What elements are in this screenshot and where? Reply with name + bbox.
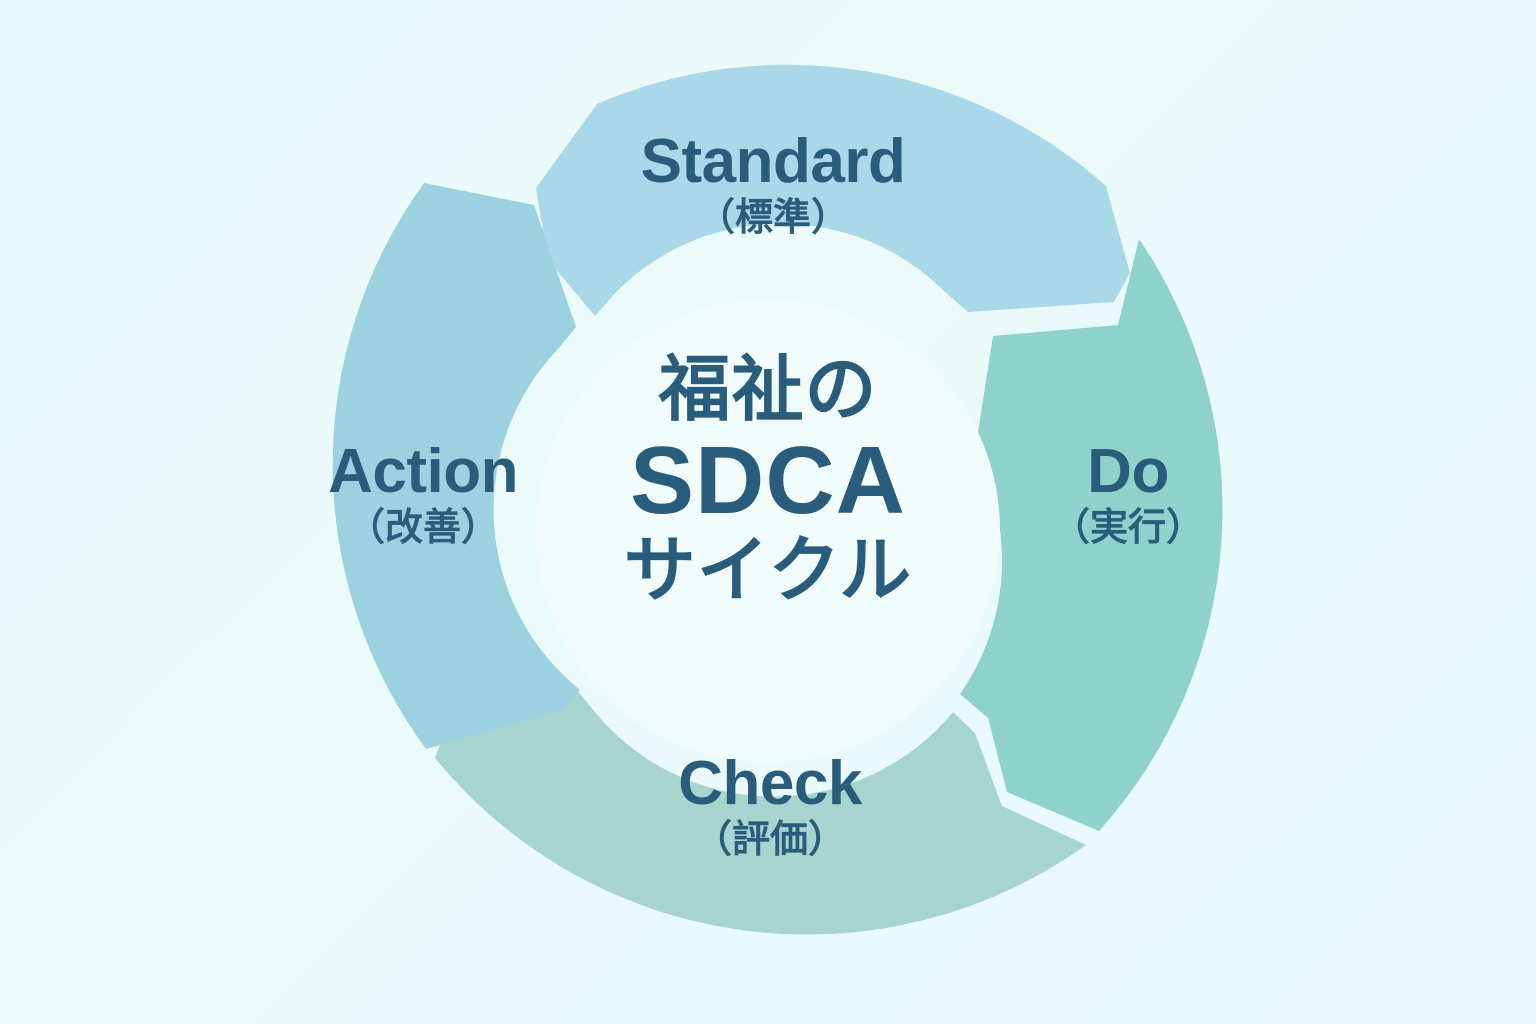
- segment-label-do[interactable]: Do （実行）: [1018, 440, 1238, 548]
- segment-action-jp: （改善）: [346, 507, 499, 550]
- segment-check-jp: （評価）: [693, 819, 846, 862]
- segment-do[interactable]: [960, 239, 1223, 831]
- center-circle: [536, 299, 1000, 763]
- segment-standard-en: Standard: [640, 127, 906, 196]
- segment-action-en: Action: [328, 437, 518, 506]
- segment-label-check[interactable]: Check （評価）: [620, 752, 920, 860]
- center-title: 福祉の SDCA サイクル: [536, 350, 1000, 611]
- segment-do-en: Do: [1087, 437, 1169, 506]
- segment-do-jp: （実行）: [1051, 507, 1204, 550]
- center-title-line1: 福祉の: [658, 350, 878, 430]
- segment-label-action[interactable]: Action （改善）: [298, 440, 548, 548]
- segment-label-standard[interactable]: Standard （標準）: [608, 130, 938, 238]
- segment-check[interactable]: [435, 684, 1086, 935]
- segment-standard[interactable]: [536, 64, 1130, 316]
- center-title-line2: SDCA: [629, 426, 906, 534]
- segment-action[interactable]: [332, 183, 580, 749]
- segment-standard-jp: （標準）: [696, 197, 849, 240]
- segment-check-en: Check: [678, 749, 862, 818]
- center-title-line3: サイクル: [623, 530, 913, 611]
